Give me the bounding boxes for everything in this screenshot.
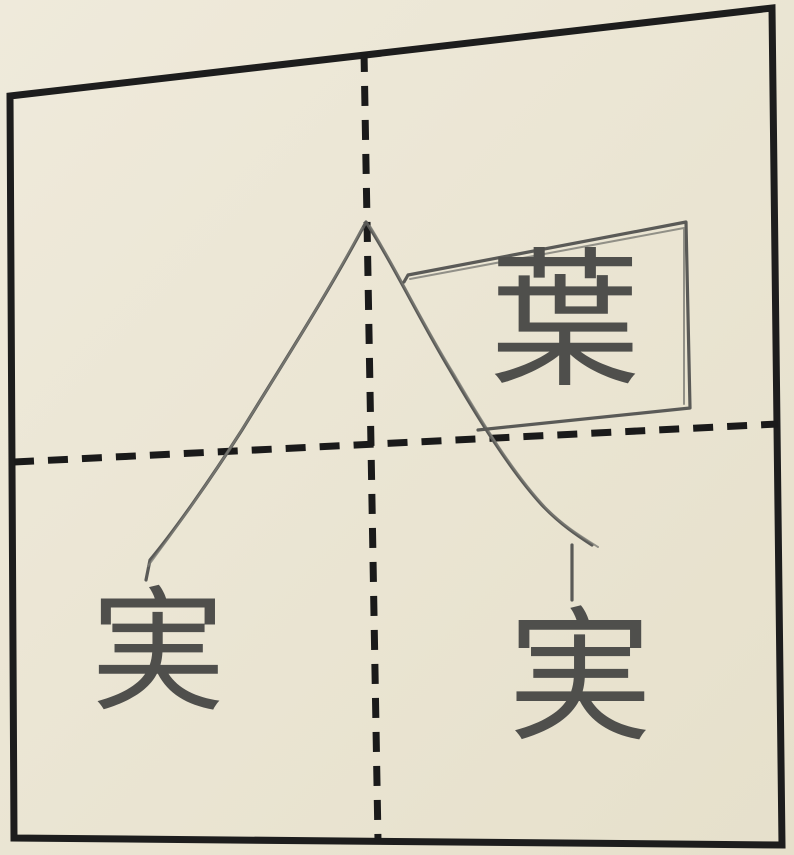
horizontal-guide-line [13,420,779,466]
outer-frame [6,4,786,849]
right-leaf-character: 実 [508,594,653,763]
right-branch-trace [369,225,599,548]
left-leaf-character: 実 [91,574,226,731]
root-character: 葉 [490,235,640,409]
root-box-trace [409,227,685,405]
left-branch-trace [147,227,363,567]
tree-branches [144,220,692,602]
root-box [402,220,692,432]
vertical-guide-line [360,51,382,841]
